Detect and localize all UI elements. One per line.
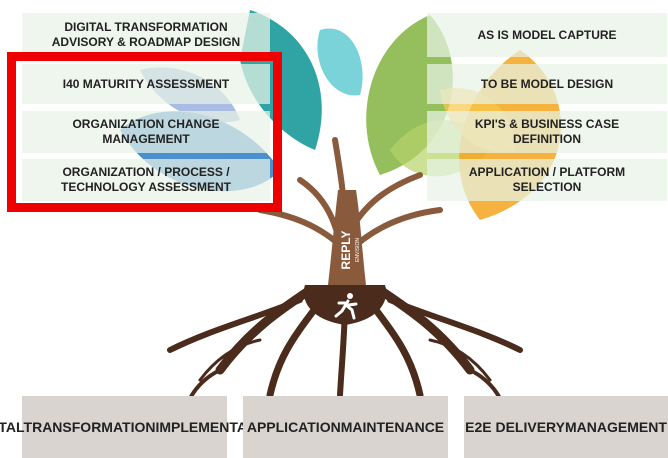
box-to-be-model-design: TO BE MODEL DESIGN <box>427 64 667 104</box>
box-label-line2: ADVISORY & ROADMAP DESIGN <box>51 35 241 49</box>
box-label-line2: DEFINITION <box>513 132 581 146</box>
box-digital-transformation-implementation: DIGITALTRANSFORMATIONIMPLEMENTATION <box>0 396 279 458</box>
box-e2e-delivery-management: E2E DELIVERYMANAGEMENT <box>464 396 668 458</box>
box-label-line1: APPLICATION / PLATFORM <box>468 165 626 179</box>
box-label-line1: TO BE MODEL DESIGN <box>480 76 614 91</box>
box-label-line1: DIGITAL TRANSFORMATION <box>64 20 228 34</box>
highlight-frame <box>7 52 282 212</box>
box-label-line1: E2E DELIVERY <box>465 419 565 435</box>
tree-branches <box>257 137 443 278</box>
box-label-line1: AS IS MODEL CAPTURE <box>477 27 617 42</box>
box-label-line1: DIGITAL <box>0 419 24 435</box>
box-i40-maturity-assessment: I40 MATURITY ASSESSMENT <box>22 64 270 104</box>
tree-trunk <box>328 190 366 285</box>
box-label-line1: ORGANIZATION CHANGE <box>72 117 220 131</box>
box-label-line1: KPI'S & BUSINESS CASE <box>474 117 620 131</box>
runner-icon <box>334 293 358 320</box>
brand-name: REPLY <box>339 231 353 270</box>
box-label-line1: APPLICATION <box>246 419 341 435</box>
box-label-line2: TECHNOLOGY ASSESSMENT <box>60 180 232 194</box>
box-label-line2: MAINTENANCE <box>340 419 445 435</box>
box-organization-process-technology: ORGANIZATION / PROCESS /TECHNOLOGY ASSES… <box>22 159 270 201</box>
box-label-line2: MANAGEMENT <box>564 419 667 435</box>
box-as-is-model-capture: AS IS MODEL CAPTURE <box>427 13 667 57</box>
box-label-line2: MANAGEMENT <box>102 132 190 146</box>
box-label-line1: ORGANIZATION / PROCESS / <box>62 165 230 179</box>
box-label-line2: SELECTION <box>512 180 582 194</box>
leaf-cyan-mid <box>317 28 363 96</box>
box-label-line2: TRANSFORMATION <box>23 419 156 435</box>
reply-logo: REPLY ENVISION <box>339 231 361 270</box>
box-application-maintenance: APPLICATIONMAINTENANCE <box>243 396 448 458</box>
box-label-line1: I40 MATURITY ASSESSMENT <box>62 76 230 91</box>
brand-sub: ENVISION <box>355 238 361 262</box>
tree-roots <box>167 285 523 412</box>
